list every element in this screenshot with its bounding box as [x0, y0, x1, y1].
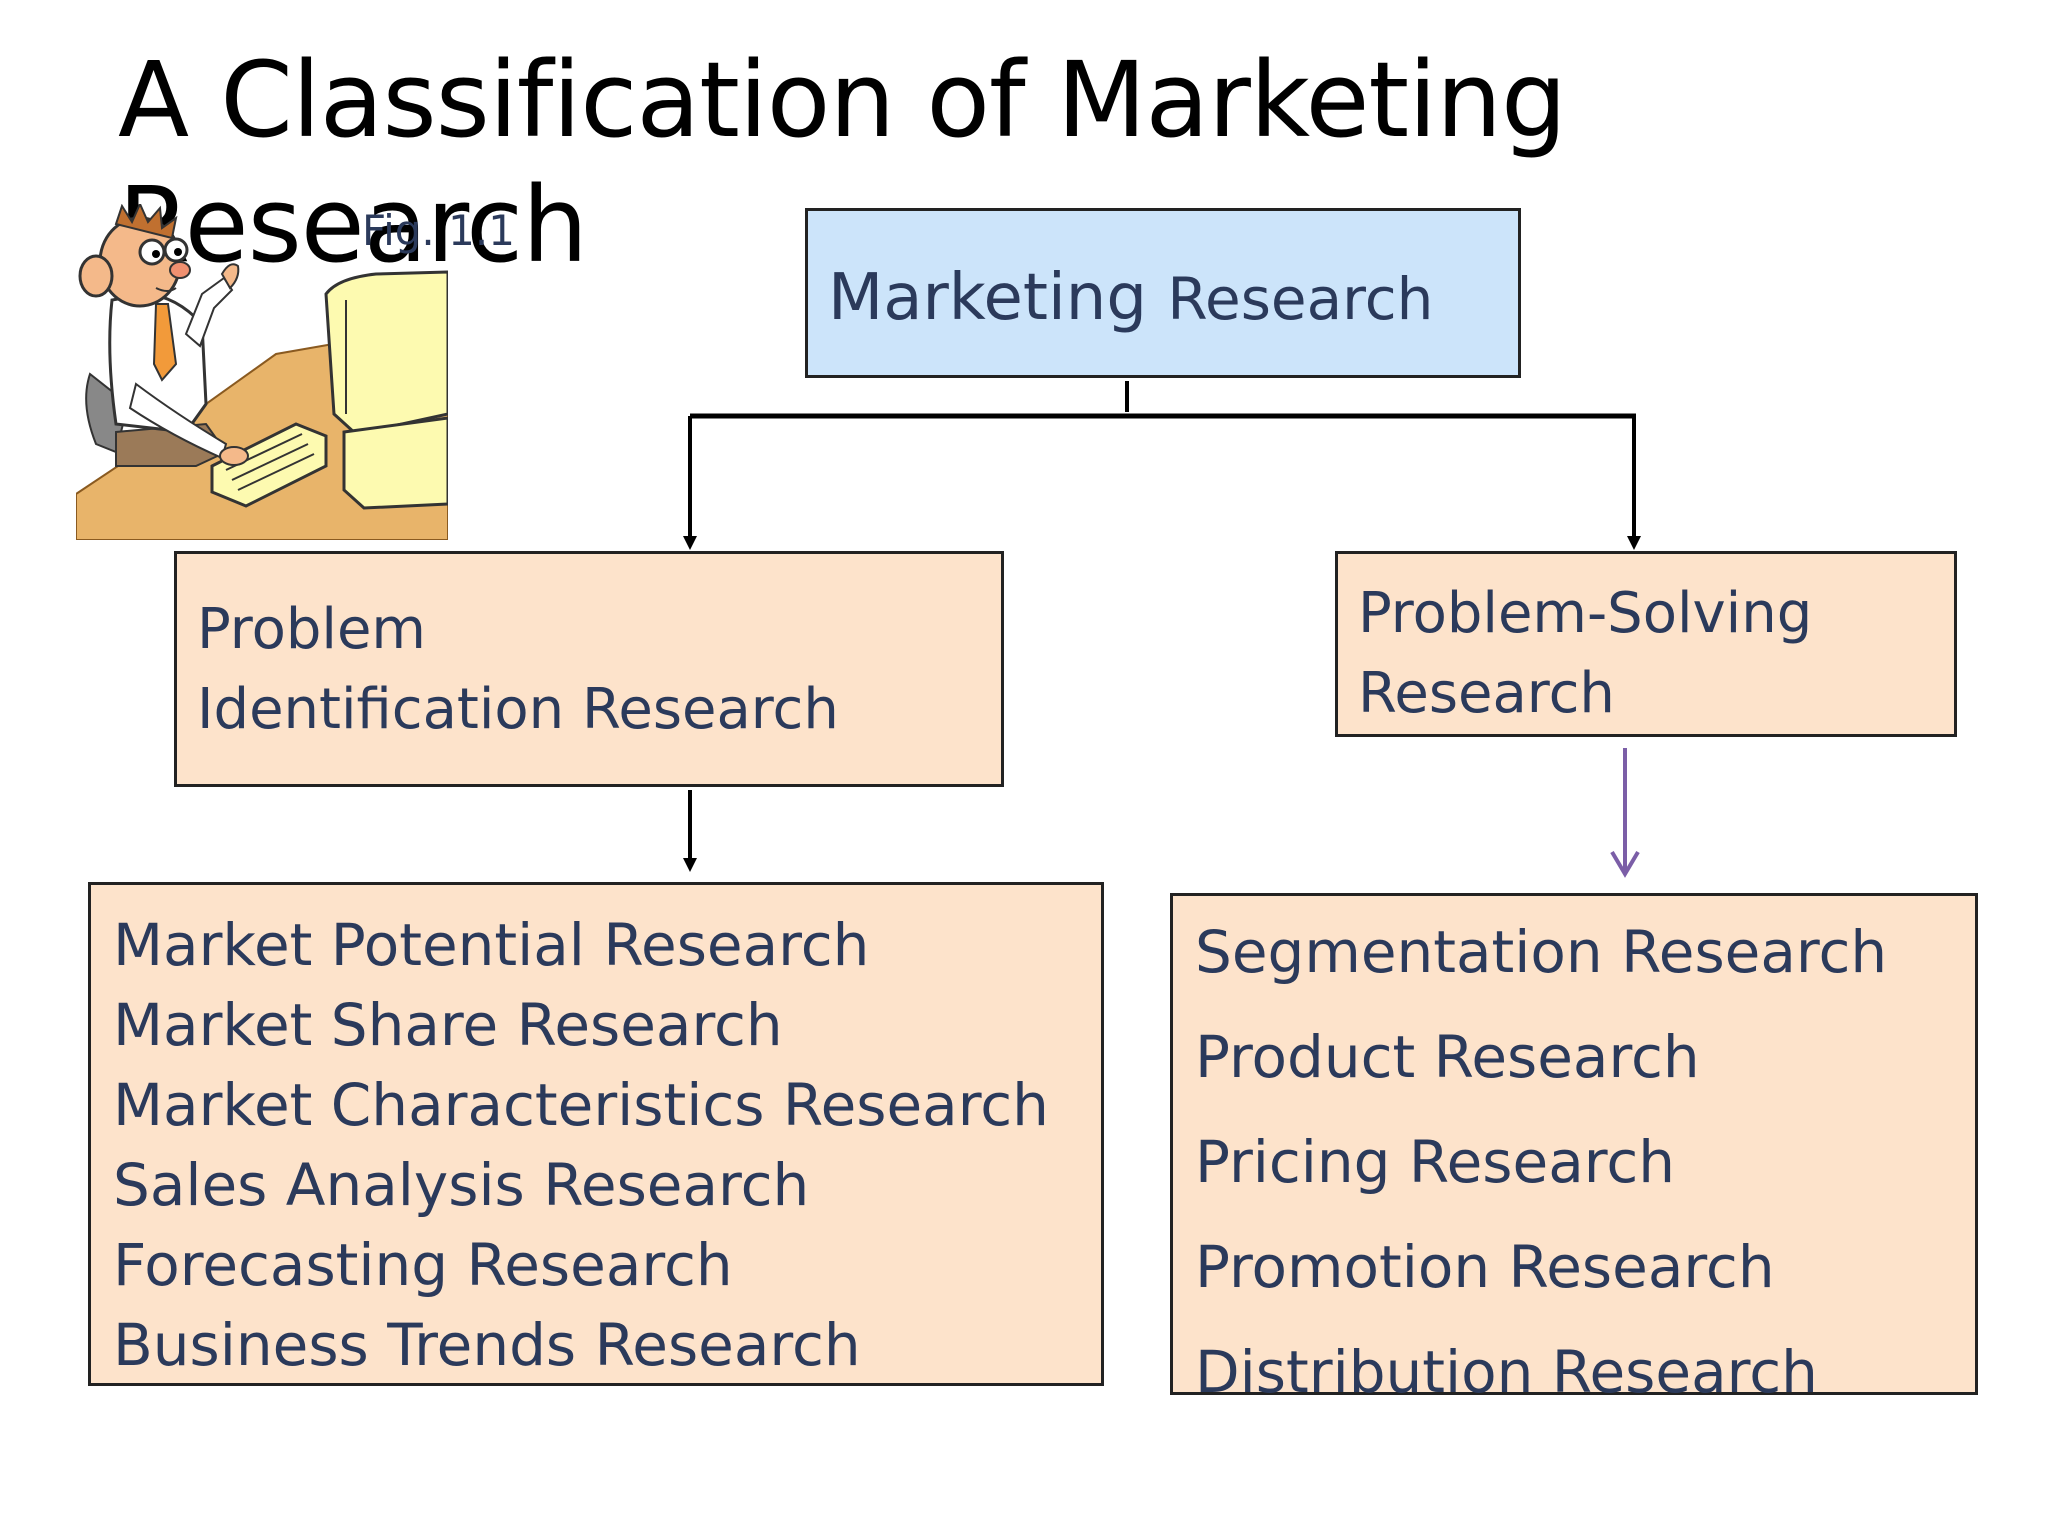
list-item: Business Trends Research [113, 1311, 861, 1379]
slide-title: A Classification of Marketing Research [118, 39, 1567, 286]
list-item: Forecasting Research [113, 1231, 733, 1299]
node-label-line: Problem-Solving [1358, 581, 1813, 646]
arrowhead-solving-items [1610, 850, 1640, 878]
man-at-computer-illustration [76, 204, 448, 540]
list-item: Market Characteristics Research [113, 1071, 1049, 1139]
node-label-line: Problem [197, 597, 426, 662]
arrowhead-problem-solving [1627, 536, 1641, 550]
node-problem-solving-research: Problem-Solving Research [1335, 551, 1957, 737]
list-problem-solving-types: Segmentation Research Product Research P… [1170, 893, 1978, 1406]
node-label-line: Identification Research [197, 677, 839, 742]
node-marketing-research: Marketing Research [805, 208, 1521, 378]
list-item: Promotion Research [1195, 1233, 1775, 1301]
node-problem-identification-research: Problem Identification Research [174, 551, 1004, 787]
list-item: Market Share Research [113, 991, 783, 1059]
list-item: Sales Analysis Research [113, 1151, 810, 1219]
list-item: Pricing Research [1195, 1128, 1675, 1196]
list-item: Distribution Research [1195, 1338, 1818, 1406]
list-item: Product Research [1195, 1023, 1700, 1091]
arrowhead-identification-items [683, 858, 697, 872]
node-label-line: Research [1358, 661, 1615, 726]
list-problem-identification-types: Market Potential Research Market Share R… [88, 882, 1104, 1386]
arrowhead-problem-identification [683, 536, 697, 550]
list-item: Market Potential Research [113, 911, 870, 979]
list-item: Segmentation Research [1195, 918, 1888, 986]
node-marketing-research-main: Marketing [828, 261, 1147, 335]
figure-label: Fig. 1.1 [362, 206, 515, 255]
node-marketing-research-sub: Research [1167, 265, 1434, 333]
